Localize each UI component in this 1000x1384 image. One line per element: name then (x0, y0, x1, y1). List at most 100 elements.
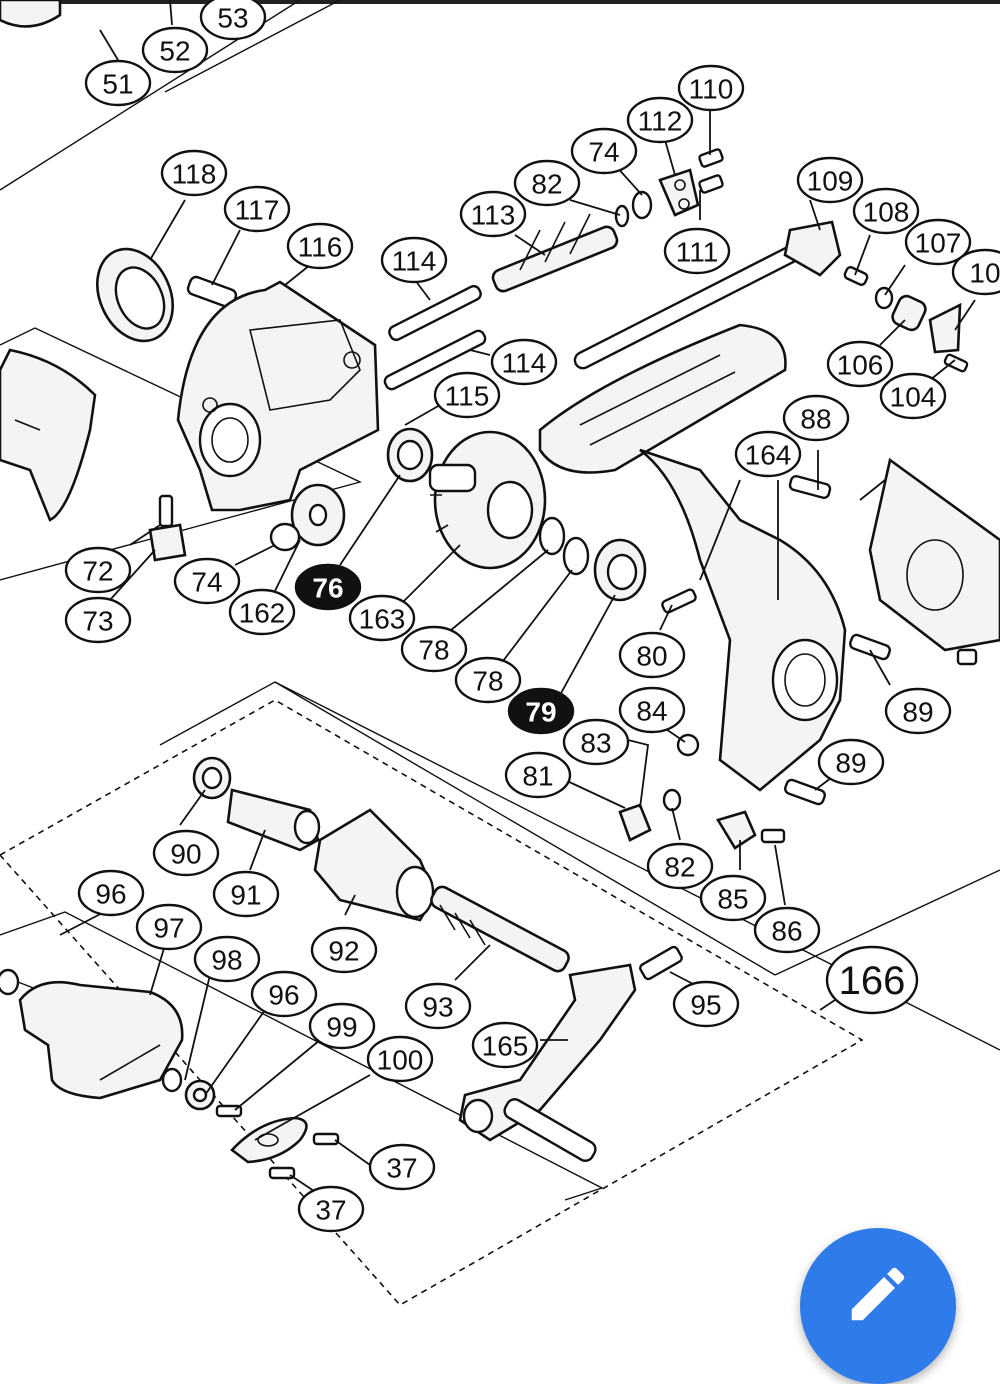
part-number-text: 162 (239, 598, 286, 629)
part-label-84: 84 (618, 686, 686, 734)
part-number-text: 112 (638, 106, 683, 137)
part-number-text: 114 (392, 246, 437, 277)
part-number-text: 109 (807, 166, 854, 197)
label-bubble (454, 656, 522, 704)
part-label-37: 37 (368, 1143, 436, 1191)
part-number-text: 78 (472, 666, 503, 697)
label-bubble (753, 906, 821, 954)
label-bubble (368, 1143, 436, 1191)
part-number-text: 113 (471, 200, 516, 231)
part-label-107: 107 (904, 218, 972, 266)
part-number-text: 107 (915, 228, 962, 259)
part-label-83: 83 (562, 718, 630, 766)
part-label-80: 80 (618, 631, 686, 679)
part-number-text: 110 (689, 74, 734, 105)
part-number-text: 166 (839, 959, 906, 1003)
part-number-text: 90 (170, 839, 201, 870)
part-label-85: 85 (699, 874, 767, 922)
part-label-104: 104 (879, 372, 947, 420)
label-bubble (286, 222, 354, 270)
part-number-text: 73 (82, 606, 113, 637)
part-number-text: 82 (664, 852, 695, 883)
part-number-text: 72 (82, 556, 113, 587)
part-number-text: 52 (159, 36, 190, 67)
part-number-text: 116 (298, 232, 343, 263)
label-bubble (507, 687, 575, 735)
label-bubble (173, 557, 241, 605)
label-bubble (646, 842, 714, 890)
part-label-76: 76 (294, 563, 362, 611)
part-number-text: 80 (636, 641, 667, 672)
label-bubble (951, 248, 1000, 296)
part-label-82: 82 (646, 842, 714, 890)
label-bubble (570, 127, 638, 175)
part-number-text: 53 (217, 3, 248, 34)
label-bubble (672, 980, 740, 1028)
part-number-text: 91 (230, 880, 261, 911)
part-label-100: 100 (366, 1035, 434, 1083)
part-label-113: 113 (459, 190, 527, 238)
label-bubble (826, 340, 894, 388)
part-number-text: 118 (172, 159, 217, 190)
part-number-text: 85 (717, 884, 748, 915)
part-label-86: 86 (753, 906, 821, 954)
label-bubble (618, 631, 686, 679)
top-bar (0, 0, 1000, 4)
part-label-89: 89 (884, 687, 952, 735)
part-number-text: 165 (482, 1031, 529, 1062)
part-label-91: 91 (212, 870, 280, 918)
part-label-110: 110 (677, 64, 745, 112)
part-label-78: 78 (400, 625, 468, 673)
part-label-95: 95 (672, 980, 740, 1028)
part-label-116: 116 (286, 222, 354, 270)
part-label-93: 93 (404, 982, 472, 1030)
part-label-81: 81 (504, 751, 572, 799)
part-label-114: 114 (490, 338, 558, 386)
part-number-text: 97 (153, 913, 184, 944)
label-bubble (490, 338, 558, 386)
part-number-text: 10 (969, 258, 1000, 289)
part-label-111: 111 (663, 227, 731, 275)
part-label-99: 99 (308, 1002, 376, 1050)
part-number-text: 81 (522, 761, 553, 792)
part-label-53: 53 (199, 0, 267, 41)
part-number-text: 108 (863, 197, 910, 228)
part-label-74: 74 (570, 127, 638, 175)
label-bubble (135, 903, 203, 951)
part-label-92: 92 (310, 926, 378, 974)
label-bubble (782, 394, 850, 442)
part-label-90: 90 (152, 829, 220, 877)
part-number-text: 37 (315, 1195, 346, 1226)
part-number-text: 106 (837, 350, 884, 381)
part-number-text: 104 (890, 382, 937, 413)
part-number-text: 96 (95, 879, 126, 910)
part-label-164: 164 (734, 430, 802, 478)
label-bubble (734, 430, 802, 478)
part-number-text: 82 (531, 169, 562, 200)
part-number-text: 93 (422, 992, 453, 1023)
label-bubble (141, 26, 209, 74)
part-number-text: 164 (745, 440, 792, 471)
part-label-162: 162 (228, 588, 296, 636)
label-bubble (618, 686, 686, 734)
label-bubble (663, 227, 731, 275)
label-bubble (400, 625, 468, 673)
edit-fab-button[interactable] (800, 1228, 956, 1384)
part-label-165: 165 (471, 1021, 539, 1069)
label-bubble (297, 1185, 365, 1233)
part-label-52: 52 (141, 26, 209, 74)
label-bubble (348, 594, 416, 642)
label-bubble (471, 1021, 539, 1069)
label-bubble (160, 149, 228, 197)
part-number-text: 76 (312, 573, 343, 604)
pencil-icon (851, 1267, 905, 1321)
part-label-96: 96 (250, 970, 318, 1018)
part-label-96: 96 (77, 869, 145, 917)
label-bubble (64, 546, 132, 594)
label-bubble (817, 738, 885, 786)
label-bubble (310, 926, 378, 974)
diagram-canvas: 5152531181171161141141151138274112110111… (0, 0, 1000, 1307)
part-number-text: 79 (525, 697, 556, 728)
label-bubble (294, 563, 362, 611)
label-bubble (884, 687, 952, 735)
